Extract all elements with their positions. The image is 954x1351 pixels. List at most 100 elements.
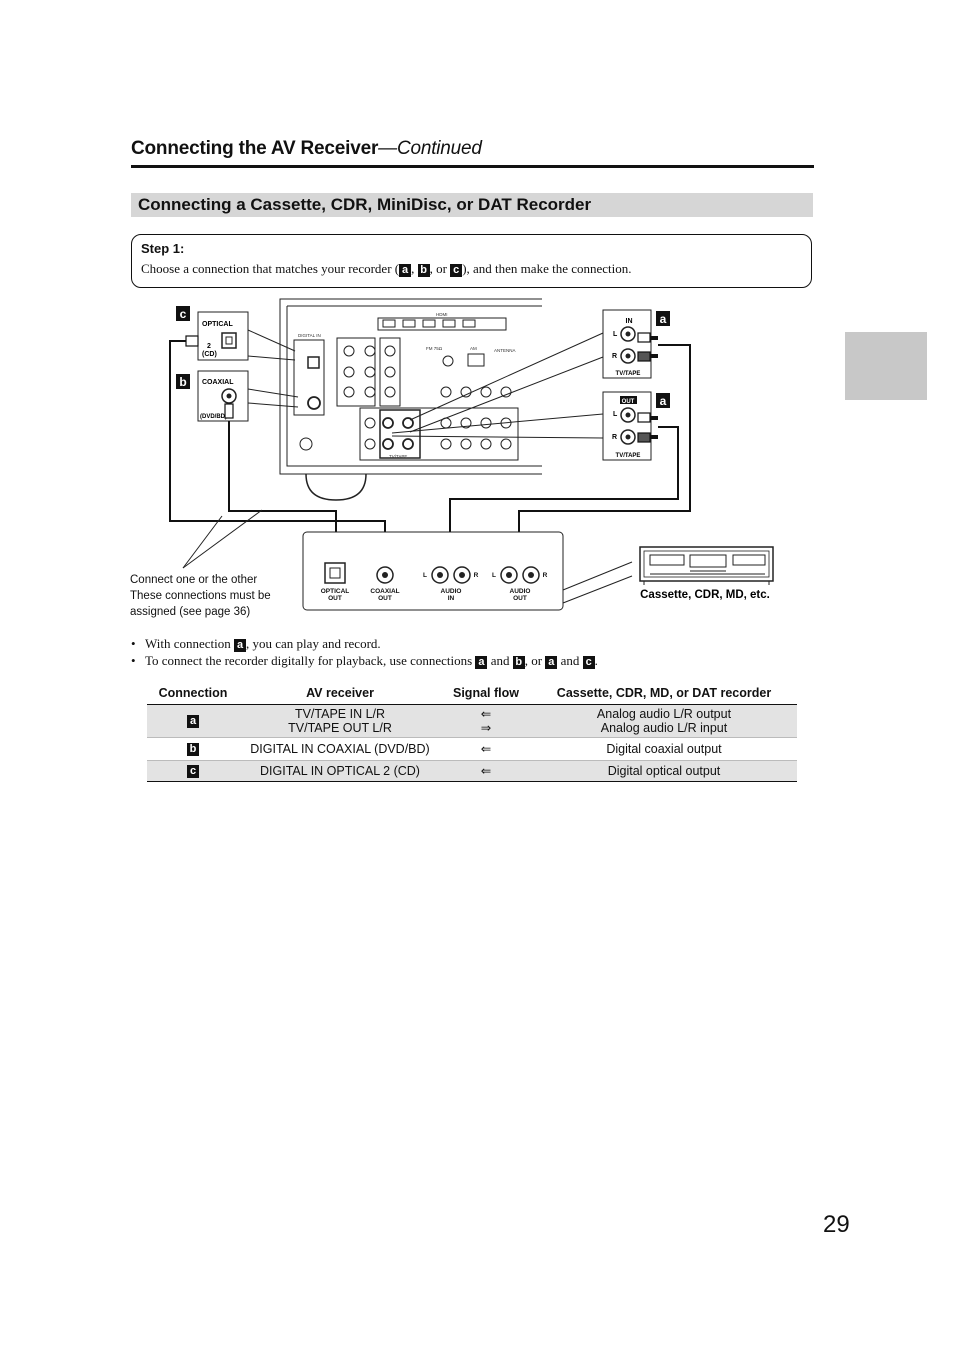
- table-row: c DIGITAL IN OPTICAL 2 (CD) ⇐ Digital op…: [147, 760, 797, 782]
- table-header-row: Connection AV receiver Signal flow Casse…: [147, 684, 797, 705]
- connect-note-line-3: assigned (see page 36): [130, 606, 250, 618]
- rec-audio-in-label-1: AUDIO: [441, 588, 462, 595]
- col-header-recorder: Cassette, CDR, MD, or DAT recorder: [531, 684, 797, 705]
- step-sep2: , or: [429, 261, 451, 276]
- page-header-title: Connecting the AV Receiver—Continued: [131, 138, 482, 160]
- row-b-receiver: DIGITAL IN COAXIAL (DVD/BD): [239, 737, 441, 761]
- row-a-recorder-line2: Analog audio L/R input: [600, 721, 728, 735]
- step-label: Step 1:: [141, 241, 185, 256]
- coaxial-callout: COAXIAL (DVD/BD): [197, 370, 299, 422]
- rec-audio-out-label-2: OUT: [513, 595, 527, 602]
- rec-audio-in-label-2: IN: [448, 595, 455, 602]
- step-text-post: ), and then make the connection.: [462, 261, 632, 276]
- section-heading-bar: Connecting a Cassette, CDR, MiniDisc, or…: [131, 193, 813, 217]
- receiver-jacks: [307, 345, 512, 450]
- row-b-flow: ⇐: [441, 737, 531, 761]
- section-heading: Connecting a Cassette, CDR, MiniDisc, or…: [138, 195, 592, 214]
- row-c-flow: ⇐: [441, 760, 531, 782]
- tag-b: b: [512, 655, 525, 669]
- tvtape-out-callout: OUT L R TV/TAPE: [602, 391, 652, 461]
- recorder-rear-panel: L R L R OPTICAL OUT COAXIAL OUT AUDIO IN…: [302, 531, 633, 611]
- step-text: Choose a connection that matches your re…: [141, 261, 632, 277]
- tag-a: a: [399, 263, 412, 277]
- rec-coaxial-out-label-1: COAXIAL: [370, 588, 399, 595]
- cable-plugs: [185, 332, 651, 561]
- cables: [169, 336, 691, 546]
- cassette-deck-illustration: [639, 546, 774, 585]
- coaxial-dvd-label: (DVD/BD): [200, 414, 227, 420]
- antenna-label: ANTENNA: [494, 348, 516, 353]
- header-rule: [131, 165, 814, 168]
- step-text-pre: Choose a connection that matches your re…: [141, 261, 400, 276]
- note2-or: , or: [524, 653, 546, 668]
- device-caption: Cassette, CDR, MD, etc.: [640, 589, 770, 601]
- diagram-tag-c-text: c: [180, 307, 187, 321]
- row-c-recorder: Digital optical output: [531, 760, 797, 782]
- connect-note-line-1: Connect one or the other: [130, 574, 257, 586]
- note1-post: , you can play and record.: [246, 636, 381, 651]
- page-number: 29: [823, 1211, 850, 1238]
- in-tvtape-label: TV/TAPE: [616, 371, 641, 377]
- tag-a: a: [475, 655, 488, 669]
- coaxial-label: COAXIAL: [202, 379, 234, 386]
- tag-c: c: [187, 765, 199, 779]
- header-continued-text: —Continued: [378, 138, 482, 159]
- connect-note-leaders: [182, 509, 263, 569]
- note1-pre: With connection: [145, 636, 235, 651]
- connection-table: Connection AV receiver Signal flow Casse…: [147, 684, 797, 782]
- optical-label: OPTICAL: [202, 321, 233, 328]
- tag-c: c: [450, 263, 463, 277]
- note-item-1: With connection a, you can play and reco…: [131, 636, 598, 653]
- in-l-label: L: [613, 331, 618, 338]
- rec-coaxial-out-label-2: OUT: [378, 595, 392, 602]
- rec-out-r-label: R: [543, 572, 548, 579]
- digital-in-label: DIGITAL IN: [298, 333, 321, 338]
- rec-in-r-label: R: [474, 572, 479, 579]
- tag-a: a: [187, 715, 199, 729]
- out-l-label: L: [613, 411, 618, 418]
- diagram-tag-a-in: [656, 311, 670, 326]
- diagram-tag-b: [176, 374, 190, 389]
- optical-num-label: 2: [207, 343, 211, 350]
- tag-c: c: [582, 655, 595, 669]
- hdmi-label: HDMI: [436, 312, 448, 317]
- row-a-connection: a: [147, 704, 239, 738]
- optical-callout: OPTICAL 2 (CD): [197, 311, 296, 361]
- receiver-rear-panel: [279, 298, 542, 501]
- rec-out-l-label: L: [492, 572, 496, 579]
- in-r-label: R: [612, 353, 617, 360]
- am-label: AM: [470, 346, 477, 351]
- note2-pre: To connect the recorder digitally for pl…: [145, 653, 476, 668]
- row-c-receiver: DIGITAL IN OPTICAL 2 (CD): [239, 760, 441, 782]
- step-box: Step 1: Choose a connection that matches…: [131, 234, 812, 288]
- rec-optical-out-label-2: OUT: [328, 595, 342, 602]
- diagram-tag-a-out: [656, 393, 670, 408]
- tvtape-in-callout: IN L R TV/TAPE: [602, 309, 652, 379]
- rec-audio-out-label-1: AUDIO: [510, 588, 531, 595]
- col-header-av-receiver: AV receiver: [239, 684, 441, 705]
- col-header-signal-flow: Signal flow: [441, 684, 531, 705]
- row-b-connection: b: [147, 737, 239, 761]
- tag-b: b: [417, 263, 430, 277]
- note2-end: .: [594, 653, 598, 668]
- diagram-tag-c: [176, 306, 190, 321]
- row-a-flow: ⇐⇒: [441, 704, 531, 738]
- row-a-flow-arrow2: ⇒: [480, 721, 492, 735]
- out-r-label: R: [612, 434, 617, 441]
- table-row: b DIGITAL IN COAXIAL (DVD/BD) ⇐ Digital …: [147, 737, 797, 761]
- row-c-connection: c: [147, 760, 239, 782]
- header-title-text: Connecting the AV Receiver: [131, 138, 379, 159]
- tvtape-callout-leaders: [391, 332, 604, 439]
- optical-cd-label: (CD): [202, 351, 217, 358]
- row-a-recorder-line1: Analog audio L/R output: [596, 707, 732, 721]
- step-sep1: ,: [411, 261, 418, 276]
- fm-label: FM 75Ω: [426, 346, 443, 351]
- notes-list: With connection a, you can play and reco…: [131, 636, 598, 670]
- rec-optical-out-label-1: OPTICAL: [321, 588, 350, 595]
- note-item-2: To connect the recorder digitally for pl…: [131, 653, 598, 670]
- tag-a: a: [234, 638, 247, 652]
- row-a-flow-arrow1: ⇐: [480, 707, 492, 721]
